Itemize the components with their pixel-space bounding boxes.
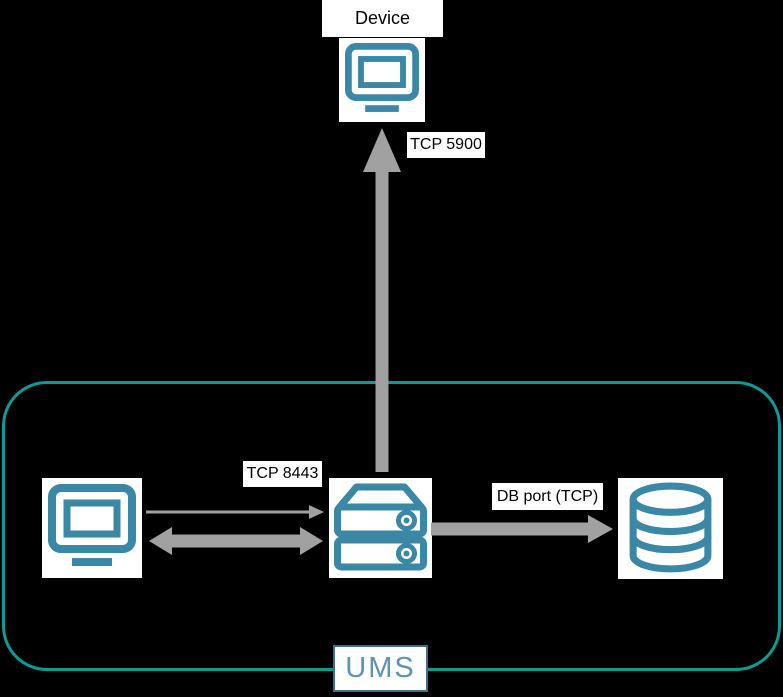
arrow-console-server-bidirectional — [149, 526, 323, 556]
ums-database-node — [618, 478, 723, 579]
server-icon — [334, 483, 427, 571]
ums-group-label: UMS — [333, 645, 428, 692]
tcp5900-text: TCP 5900 — [410, 136, 482, 153]
ums-label-text: UMS — [345, 652, 416, 684]
arrow-console-to-server — [146, 503, 324, 521]
ums-console-node — [42, 478, 142, 578]
edge-label-tcp-8443: TCP 8443 — [243, 461, 322, 487]
monitor-icon — [48, 484, 136, 566]
edge-label-tcp-5900: TCP 5900 — [407, 132, 485, 158]
device-node-label: Device — [322, 0, 443, 37]
arrow-server-to-device — [361, 128, 403, 472]
dbport-text: DB port (TCP) — [496, 487, 599, 505]
device-label-text: Device — [354, 8, 411, 28]
arrow-server-to-database — [431, 514, 613, 544]
monitor-icon — [345, 43, 419, 112]
tcp8443-text: TCP 8443 — [246, 465, 319, 482]
database-icon — [629, 482, 712, 573]
edge-label-db-port: DB port (TCP) — [492, 483, 603, 510]
device-node — [339, 38, 425, 122]
ums-server-node — [329, 478, 432, 578]
